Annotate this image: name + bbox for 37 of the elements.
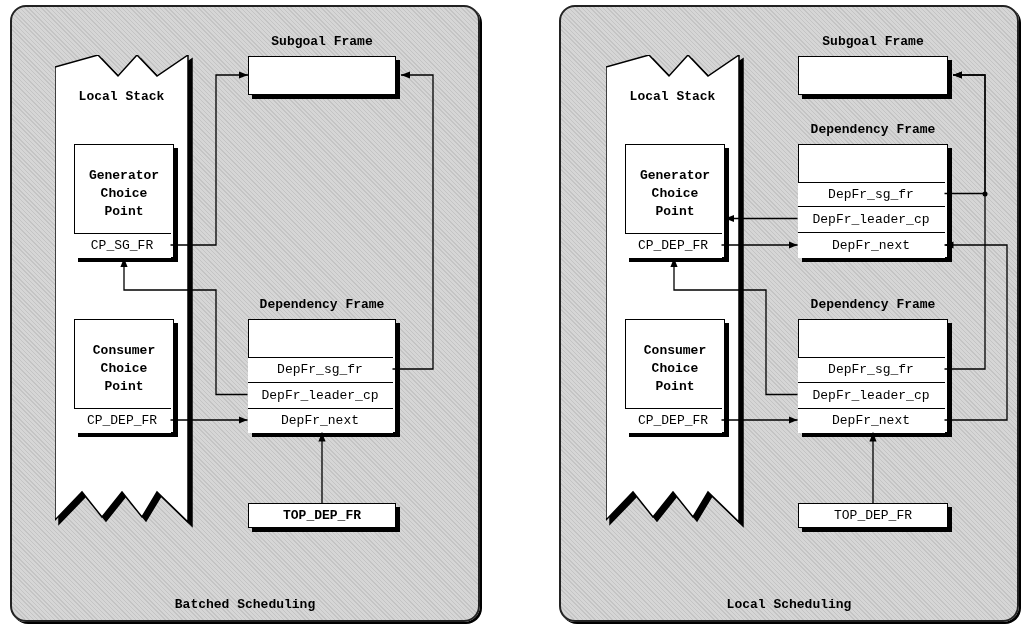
stack-label: Local Stack	[77, 89, 166, 104]
frame-heading: Dependency Frame	[809, 297, 937, 312]
field-cell: CP_DEP_FR	[624, 232, 722, 258]
scheduling-panel	[10, 5, 480, 622]
field-cell: DepFr_sg_fr	[797, 356, 945, 382]
field-cell: CP_DEP_FR	[73, 407, 171, 433]
connector-arrow	[720, 241, 799, 249]
field-cell: DepFr_sg_fr	[247, 356, 393, 382]
frame-heading: Dependency Frame	[258, 297, 386, 312]
choice-point-title: Consumer Choice Point	[91, 342, 157, 396]
field-cell: DepFr_leader_cp	[797, 205, 945, 232]
field-cell: DepFr_leader_cp	[247, 381, 393, 408]
field-cell: DepFr_next	[797, 407, 945, 433]
choice-point-title: Consumer Choice Point	[642, 342, 708, 396]
connector-arrow	[169, 71, 249, 246]
choice-point-title: Generator Choice Point	[638, 167, 712, 221]
panel-caption: Local Scheduling	[725, 597, 853, 612]
connector-arrow	[943, 241, 1008, 421]
frame-heading: Dependency Frame	[809, 122, 937, 137]
field-cell: CP_SG_FR	[73, 232, 171, 258]
connector-arrow	[318, 431, 326, 504]
scheduling-panel	[559, 5, 1019, 622]
connector-arrow	[869, 431, 877, 504]
choice-point-title: Generator Choice Point	[87, 167, 161, 221]
field-cell: DepFr_next	[247, 407, 393, 433]
frame-heading: Subgoal Frame	[821, 34, 925, 49]
field-cell: DepFr_sg_fr	[797, 181, 945, 206]
field-cell: CP_DEP_FR	[624, 407, 722, 433]
field-cell: DepFr_next	[797, 231, 945, 258]
panel-caption: Batched Scheduling	[173, 597, 317, 612]
connector-arrow	[943, 71, 986, 370]
stack-label: Local Stack	[628, 89, 717, 104]
field-cell: DepFr_leader_cp	[797, 381, 945, 408]
frame-heading: Subgoal Frame	[270, 34, 374, 49]
connector-arrow	[169, 416, 249, 424]
connector-arrow	[720, 416, 799, 424]
connector-arrow	[391, 71, 434, 370]
